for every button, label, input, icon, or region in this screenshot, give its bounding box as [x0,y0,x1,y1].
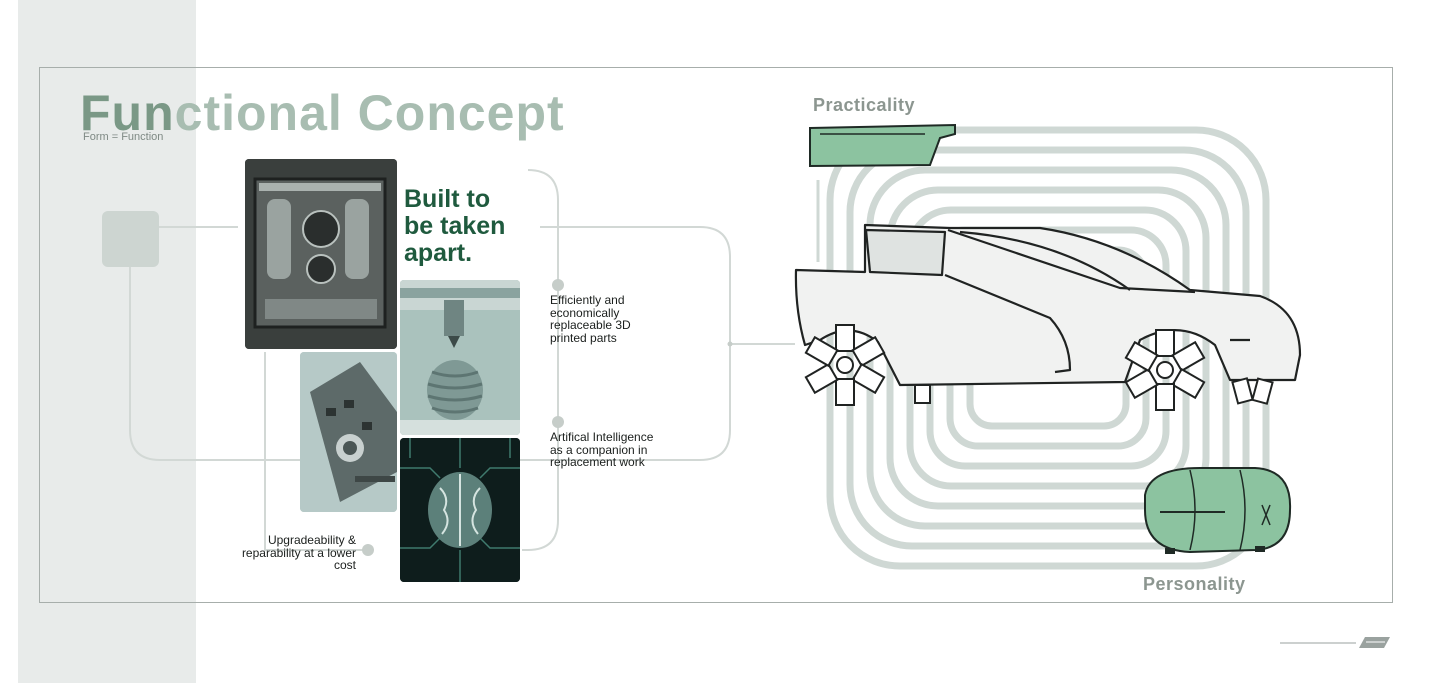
photo-ai-brain [400,438,520,582]
headline: Built to be taken apart. [404,185,506,267]
label-practicality: Practicality [813,95,916,115]
caption-ai-companion: Artifical Intelligence as a companion in… [550,430,654,469]
caption-printed-parts: Efficiently and economically replaceable… [550,293,631,345]
slide-frame [39,67,1393,603]
decorative-square [102,211,159,267]
page-subtitle: Form = Function [83,131,164,143]
caption-upgradeability: Upgradeability & reparability at a lower… [241,533,356,572]
label-personality: Personality [1143,574,1246,594]
page-title: Functional Concept [80,85,565,141]
photo-modular-machine [245,159,397,349]
photo-rail-part [300,352,397,512]
photo-3d-printer [400,280,520,435]
left-band [18,0,196,683]
